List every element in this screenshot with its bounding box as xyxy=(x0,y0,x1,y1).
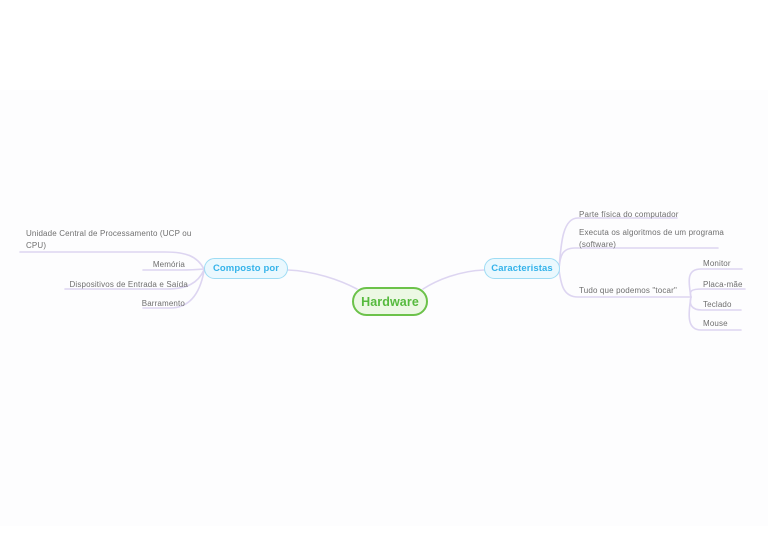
topic-monitor[interactable]: Monitor xyxy=(703,259,731,268)
connector-tudo-tocar xyxy=(558,269,692,298)
topic-mouse[interactable]: Mouse xyxy=(703,319,728,328)
connector-dispositivos xyxy=(64,269,205,290)
topic-teclado[interactable]: Teclado xyxy=(703,300,732,309)
topic-memoria[interactable]: Memória xyxy=(152,260,185,269)
topic-barramento[interactable]: Barramento xyxy=(141,299,185,308)
connector-placa-mae xyxy=(689,288,746,298)
topic-unidade-central-processamento[interactable]: Unidade Central de Processamento (UCP ou… xyxy=(26,229,192,250)
topic-parte-fisica[interactable]: Parte física do computador xyxy=(579,210,679,219)
topic-tudo-que-podemos-tocar[interactable]: Tudo que podemos "tocar" xyxy=(579,286,677,295)
connector-mouse xyxy=(688,296,742,331)
topic-executa-algoritmos[interactable]: Executa os algoritmos de um programa (so… xyxy=(579,228,725,249)
connector-executa xyxy=(558,247,719,270)
root-node-hardware[interactable]: Hardware xyxy=(352,287,428,316)
topic-dispositivos-entrada-saida[interactable]: Dispositivos de Entrada e Saída xyxy=(69,280,188,289)
connector-memoria xyxy=(142,268,205,271)
branch-node-composto-por[interactable]: Composto por xyxy=(204,258,288,279)
topic-placa-mae[interactable]: Placa-mãe xyxy=(703,280,743,289)
connector-barramento xyxy=(142,270,205,309)
connector-root-right xyxy=(422,269,485,290)
connector-root-left xyxy=(287,269,358,290)
branch-node-caracteristas[interactable]: Caracteristas xyxy=(484,258,560,279)
connector-ucp xyxy=(19,251,205,270)
